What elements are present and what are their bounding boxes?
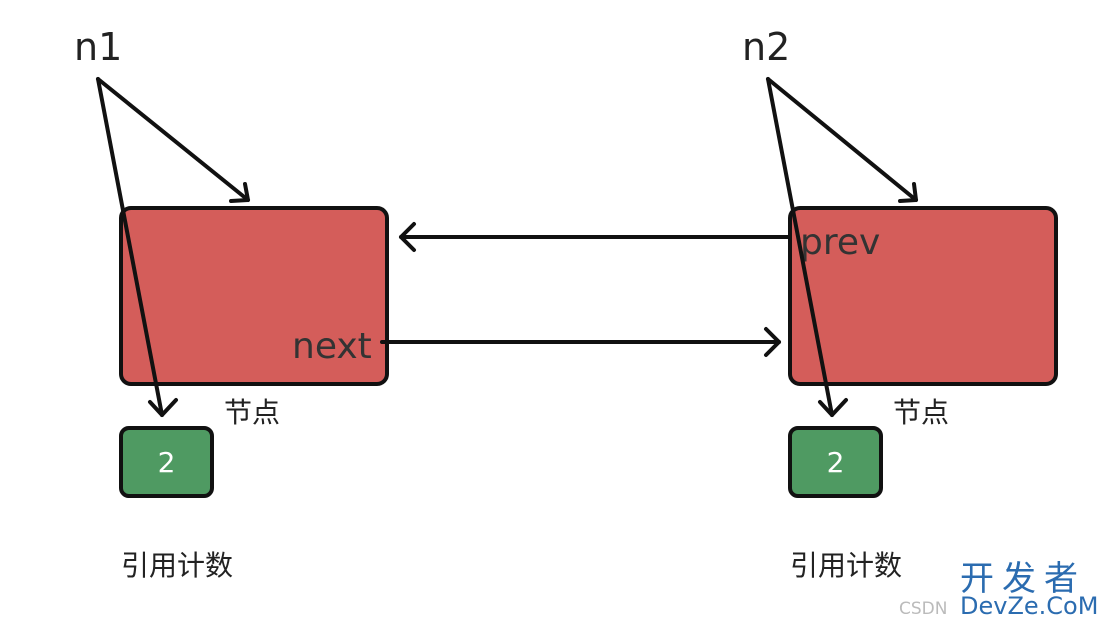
left-ref-count-value: 2 (158, 446, 176, 479)
watermark-site: DevZe.CoM (960, 592, 1098, 620)
left-ref-count-caption: 引用计数 (121, 549, 233, 582)
watermark-csdn: CSDN (899, 599, 947, 619)
n2-to-node-arrow (766, 77, 918, 203)
right-ref-count-value: 2 (827, 446, 845, 479)
pointer-n1-label: n1 (74, 25, 122, 69)
right-node-caption: 节点 (893, 396, 949, 429)
left-node-caption: 节点 (224, 396, 280, 429)
right-ref-count-caption: 引用计数 (790, 549, 902, 582)
right-node-prev-label: prev (800, 222, 880, 263)
prev-arrow (399, 222, 790, 252)
left-node-next-label: next (292, 326, 372, 367)
watermark-brand: 开发者 (960, 559, 1086, 599)
n1-to-node-arrow (96, 77, 250, 203)
left-node-box (119, 206, 389, 386)
next-arrow (380, 327, 781, 357)
right-node-box (788, 206, 1058, 386)
left-ref-count-box (119, 426, 214, 498)
n2-to-ref-count-arrow (766, 77, 848, 417)
right-ref-count-box (788, 426, 883, 498)
pointer-n2-label: n2 (742, 25, 790, 69)
n1-to-ref-count-arrow (96, 77, 178, 417)
